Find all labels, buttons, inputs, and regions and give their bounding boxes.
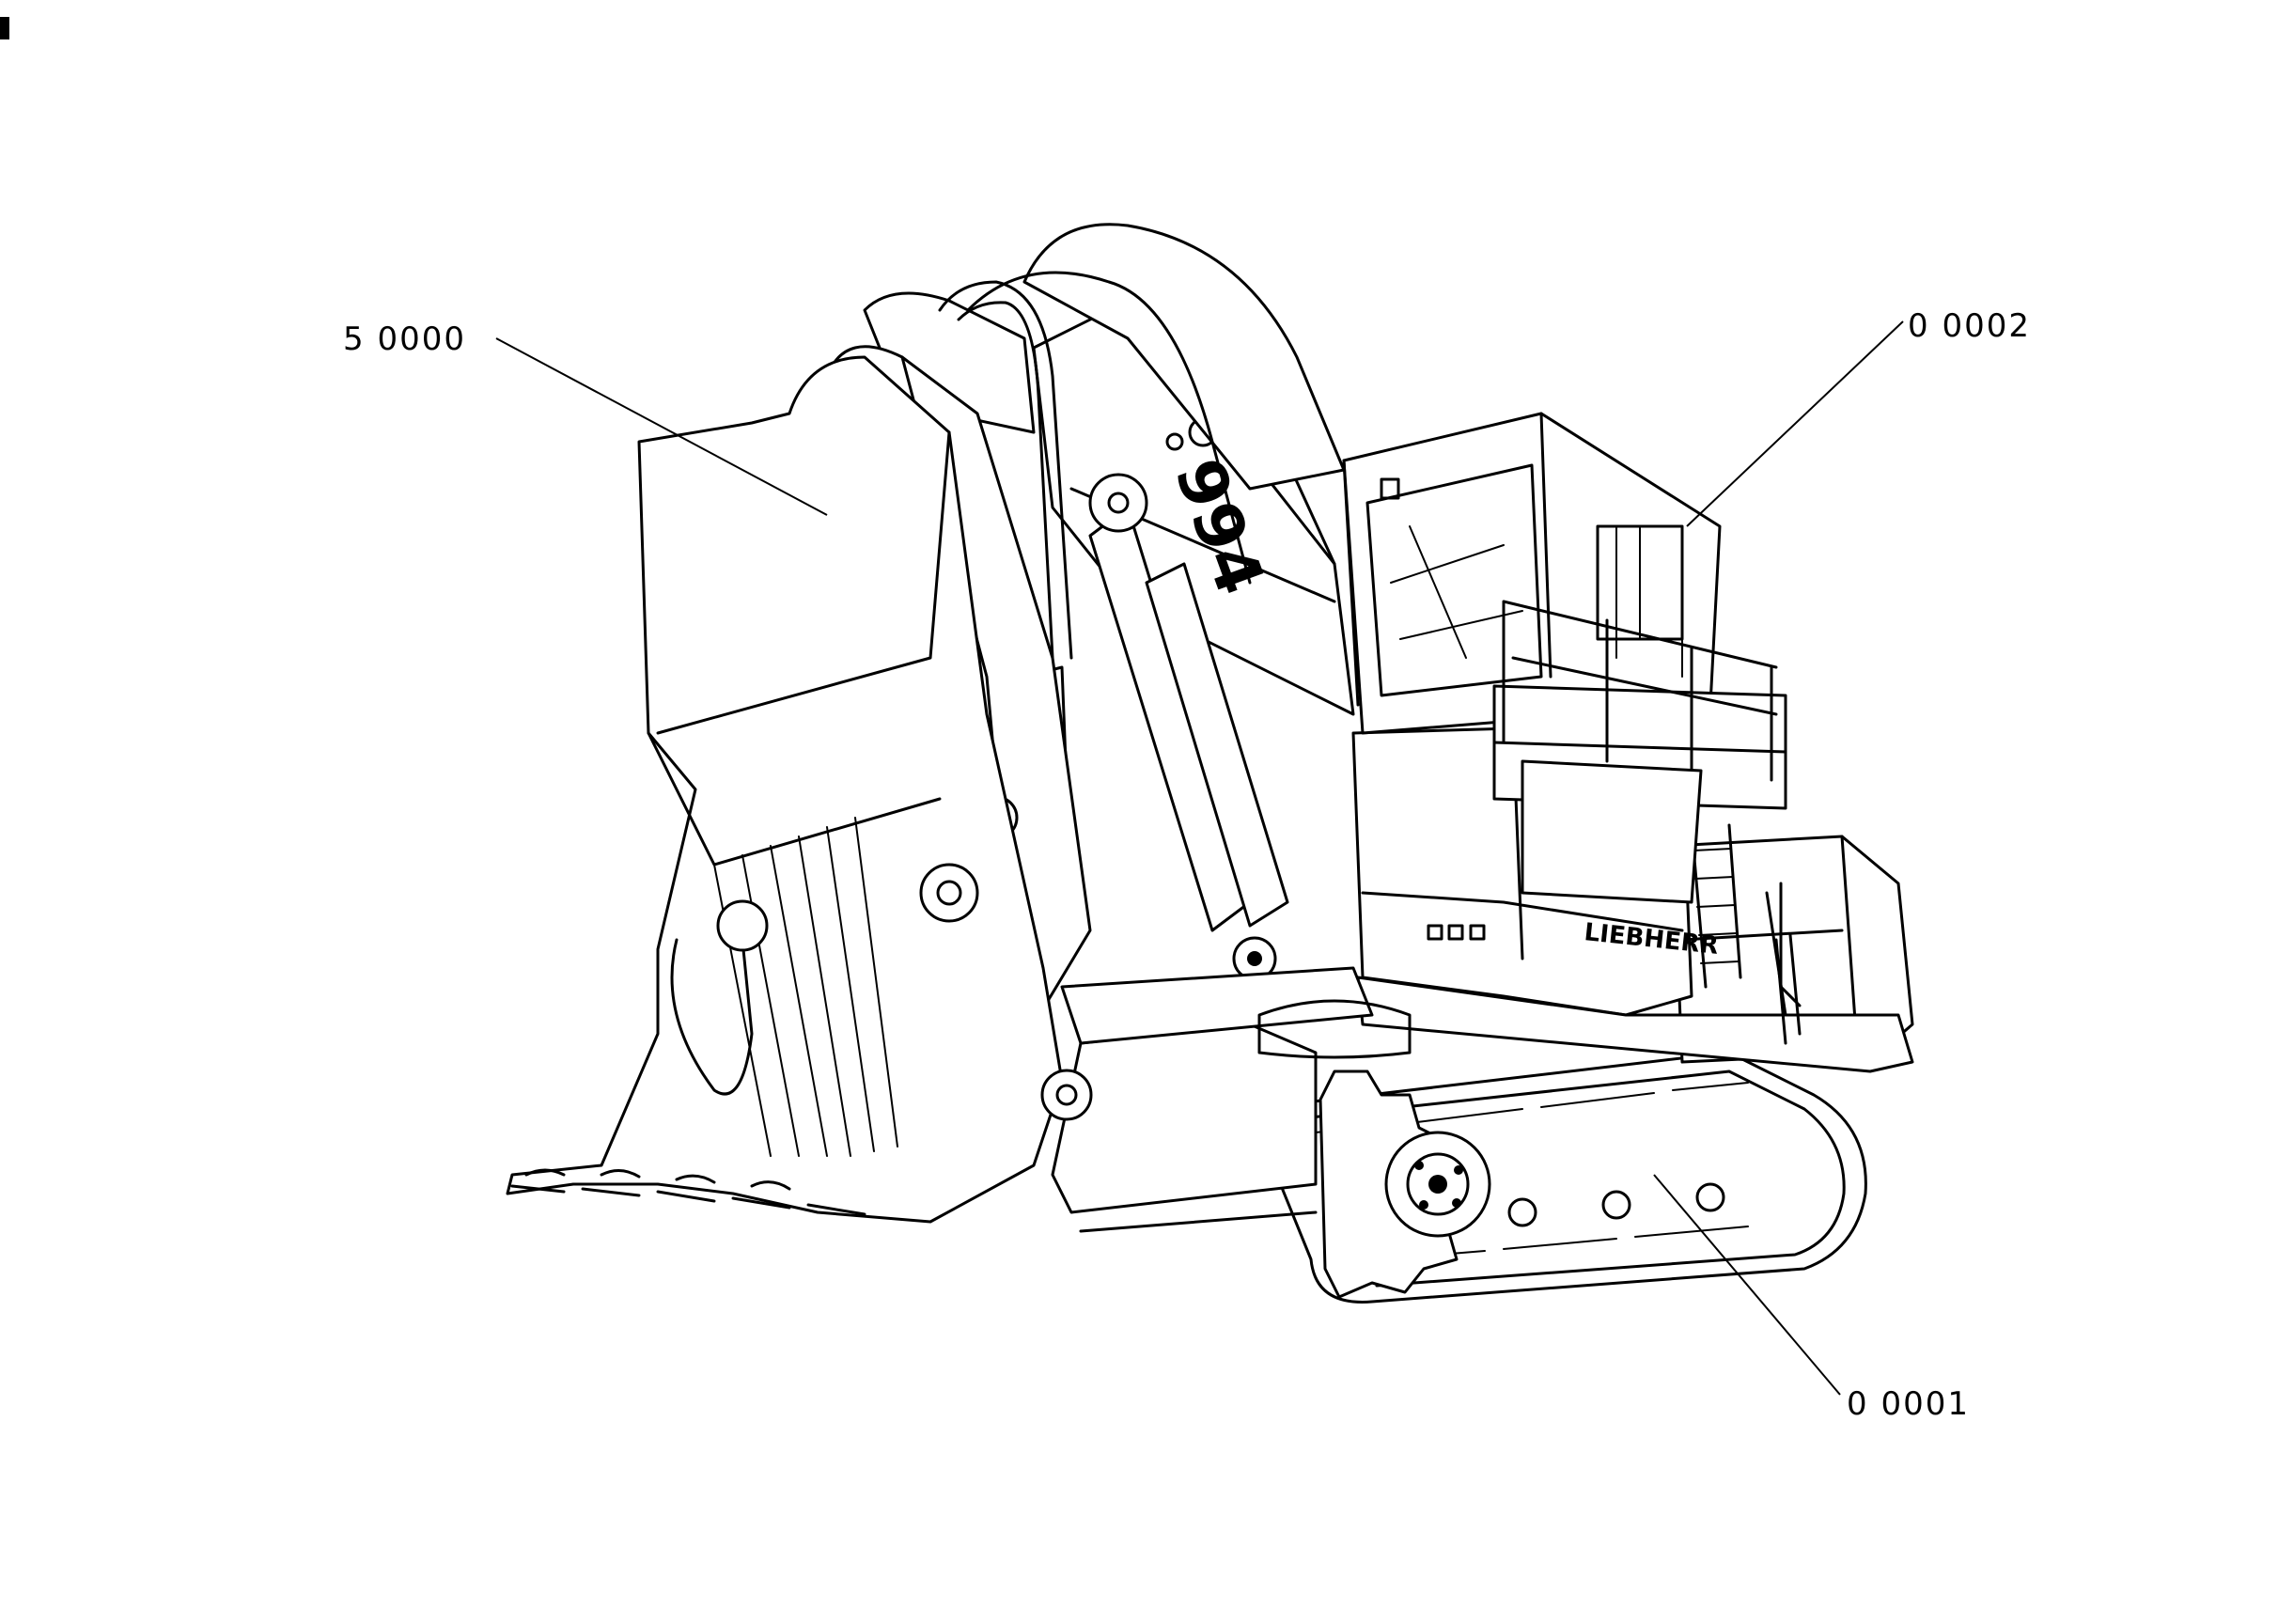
turntable — [1060, 966, 1374, 1045]
sprocket-wheel — [1318, 1070, 1491, 1299]
callout-label-undercarriage: 0 0001 — [1847, 1385, 1970, 1423]
operator-cab — [1342, 412, 1722, 735]
leader-line-undercarriage — [1653, 1174, 1841, 1396]
bucket — [506, 355, 1093, 1224]
callout-undercarriage: 0 0001 — [1653, 1174, 1970, 1423]
excavator-illustration: LIEBHERR — [506, 223, 1914, 1304]
corner-mark — [0, 17, 9, 39]
callout-label-uppercarriage: 0 0002 — [1908, 307, 2031, 345]
leader-line-uppercarriage — [1686, 320, 1904, 527]
boom-top — [1022, 223, 1346, 491]
machinery-box — [1521, 759, 1703, 904]
boom: 994 — [1032, 299, 1355, 716]
undercarriage-frame — [1051, 1023, 1318, 1214]
callout-uppercarriage: 0 0002 — [1686, 307, 2031, 527]
callout-label-bucket: 5 0000 — [343, 320, 466, 358]
callout-bucket: 5 0000 — [343, 320, 828, 516]
leader-line-bucket — [495, 337, 828, 516]
